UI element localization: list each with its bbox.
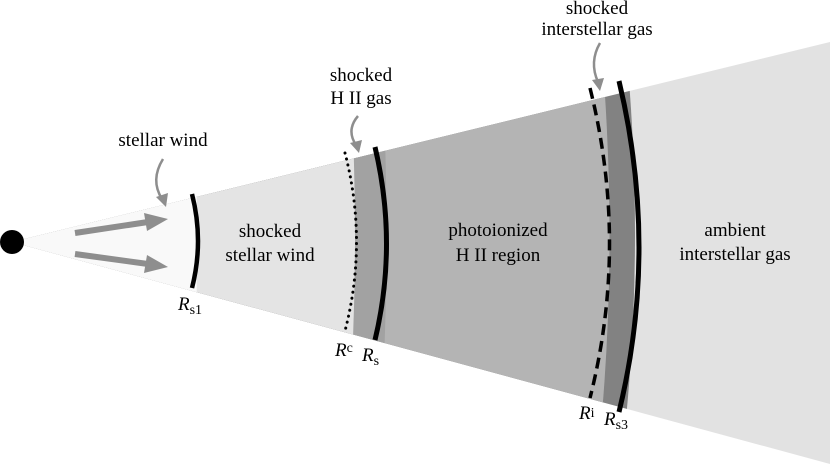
label-shocked-interstellar-line1: shocked <box>566 0 629 19</box>
shocked-interstellar-pointer-head <box>592 78 604 91</box>
label-stellar-wind: stellar wind <box>118 130 208 151</box>
radius-rs3-sub: s3 <box>616 418 628 433</box>
radius-rs-sub: s <box>374 354 379 369</box>
contact-discontinuity-rc <box>343 151 358 333</box>
radius-rs1-sub: s1 <box>190 303 202 318</box>
radius-ri-main: R <box>578 403 591 424</box>
ionization-front-ri <box>588 87 612 399</box>
central-star <box>0 230 24 254</box>
shocked-interstellar-pointer <box>592 42 602 83</box>
radius-rs-main: R <box>361 345 374 366</box>
label-ambient-line1: ambient <box>704 220 766 241</box>
shell-shock-rs <box>372 146 389 341</box>
radius-label-rs: Rs <box>361 345 379 369</box>
stellar-wind-pointer <box>155 158 165 200</box>
label-shocked-stellar-wind-line2: stellar wind <box>225 245 315 266</box>
wind-arrow-lower <box>74 251 149 267</box>
radius-rs1-main: R <box>177 294 190 315</box>
wind-arrow-upper-head <box>144 213 168 231</box>
radius-label-rs3: Rs3 <box>603 409 628 433</box>
label-shocked-hii-line2: H II gas <box>330 88 391 109</box>
label-shocked-hii-line1: shocked <box>330 65 393 86</box>
shocked-hii-pointer-head <box>350 140 362 153</box>
radius-rc-sub: c <box>347 341 353 356</box>
label-ambient-line2: interstellar gas <box>679 244 790 265</box>
callout-pointers <box>155 42 604 207</box>
outer-shock-rs3 <box>616 80 642 413</box>
radius-label-ri: Ri <box>578 403 595 424</box>
label-photoionized-line2: H II region <box>456 245 541 266</box>
region-labels: stellar wind shocked stellar wind shocke… <box>118 0 790 266</box>
radius-label-rs1: Rs1 <box>177 294 202 318</box>
radius-rc-main: R <box>334 340 347 361</box>
inner-shock-rs1 <box>189 193 201 289</box>
label-photoionized-line1: photoionized <box>448 220 548 241</box>
radius-rs3-main: R <box>603 409 616 430</box>
label-shocked-interstellar-line2: interstellar gas <box>541 19 652 40</box>
shocked-hii-pointer <box>350 115 359 146</box>
radius-ri-sub: i <box>591 406 595 421</box>
wind-arrows <box>74 213 168 273</box>
radius-label-rc: Rc <box>334 340 353 361</box>
stellar-wind-pointer-head <box>156 193 168 207</box>
label-shocked-stellar-wind-line1: shocked <box>239 221 302 242</box>
radius-labels: Rs1 Rc Rs Ri Rs3 <box>177 294 628 433</box>
wind-arrow-lower-head <box>144 255 168 273</box>
wind-arrow-upper <box>74 219 149 236</box>
